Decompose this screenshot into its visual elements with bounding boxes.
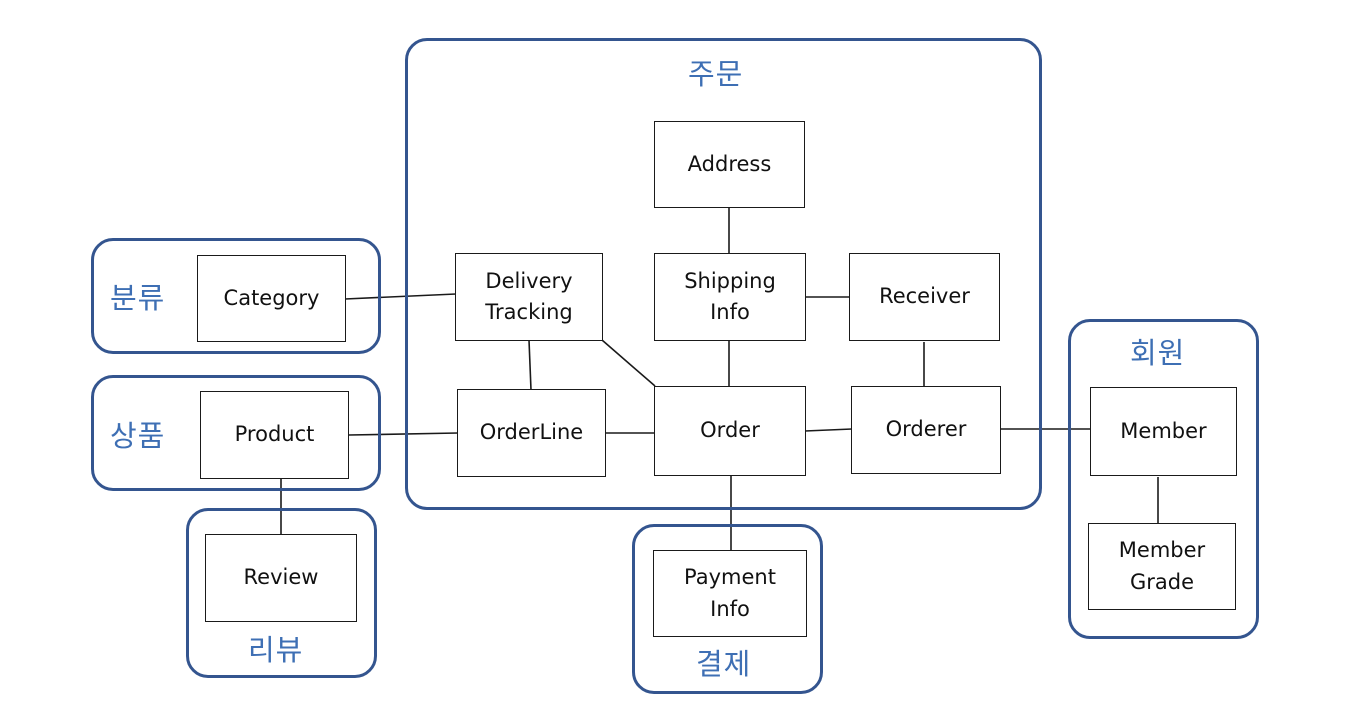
entity-product-label: Product	[234, 422, 315, 447]
entity-delivery-tracking: Delivery Tracking	[455, 253, 603, 341]
product-module-label: 상품	[110, 419, 166, 453]
review-module	[186, 508, 377, 678]
entity-category-label: Category	[223, 285, 320, 310]
entity-payment-info: Payment Info	[653, 550, 807, 637]
entity-order: Order	[654, 386, 806, 476]
entity-order-line: OrderLine	[457, 389, 606, 477]
product-module	[91, 375, 381, 491]
entity-order-line-label: OrderLine	[479, 420, 584, 445]
order-module	[405, 38, 1042, 510]
member-module	[1068, 319, 1259, 639]
entity-address-label: Address	[687, 151, 772, 176]
entity-category: Category	[197, 255, 346, 342]
entity-address: Address	[654, 121, 805, 208]
entity-member-grade: Member Grade	[1088, 523, 1236, 610]
member-module-label: 회원	[1130, 336, 1186, 370]
link-product-orderline	[348, 432, 459, 436]
entity-payment-info-label: Payment Info	[684, 565, 776, 621]
entity-order-label: Order	[700, 418, 760, 443]
entity-orderer: Orderer	[851, 386, 1001, 474]
entity-receiver-label: Receiver	[879, 284, 970, 309]
link-order-orderer	[804, 428, 853, 432]
entity-review: Review	[205, 534, 357, 622]
entity-member-label: Member	[1120, 418, 1207, 443]
link-delivery-orderline	[528, 339, 532, 391]
payment-module	[632, 524, 823, 694]
entity-review-label: Review	[243, 565, 319, 590]
entity-delivery-tracking-label: Delivery Tracking	[485, 268, 573, 325]
entity-shipping-info: Shipping Info	[654, 253, 806, 341]
entity-orderer-label: Orderer	[885, 417, 967, 442]
link-delivery-order	[601, 339, 656, 387]
review-module-label: 리뷰	[248, 633, 304, 667]
entity-receiver: Receiver	[849, 253, 1000, 341]
payment-module-label: 결제	[696, 647, 752, 681]
entity-member-grade-label: Member Grade	[1118, 538, 1206, 594]
entity-product: Product	[200, 391, 349, 479]
category-module	[91, 238, 381, 354]
entity-member: Member	[1090, 387, 1237, 476]
entity-shipping-info-label: Shipping Info	[684, 268, 776, 325]
link-category-delivery	[344, 293, 457, 300]
category-module-label: 분류	[110, 281, 166, 315]
order-module-label: 주문	[688, 57, 744, 91]
